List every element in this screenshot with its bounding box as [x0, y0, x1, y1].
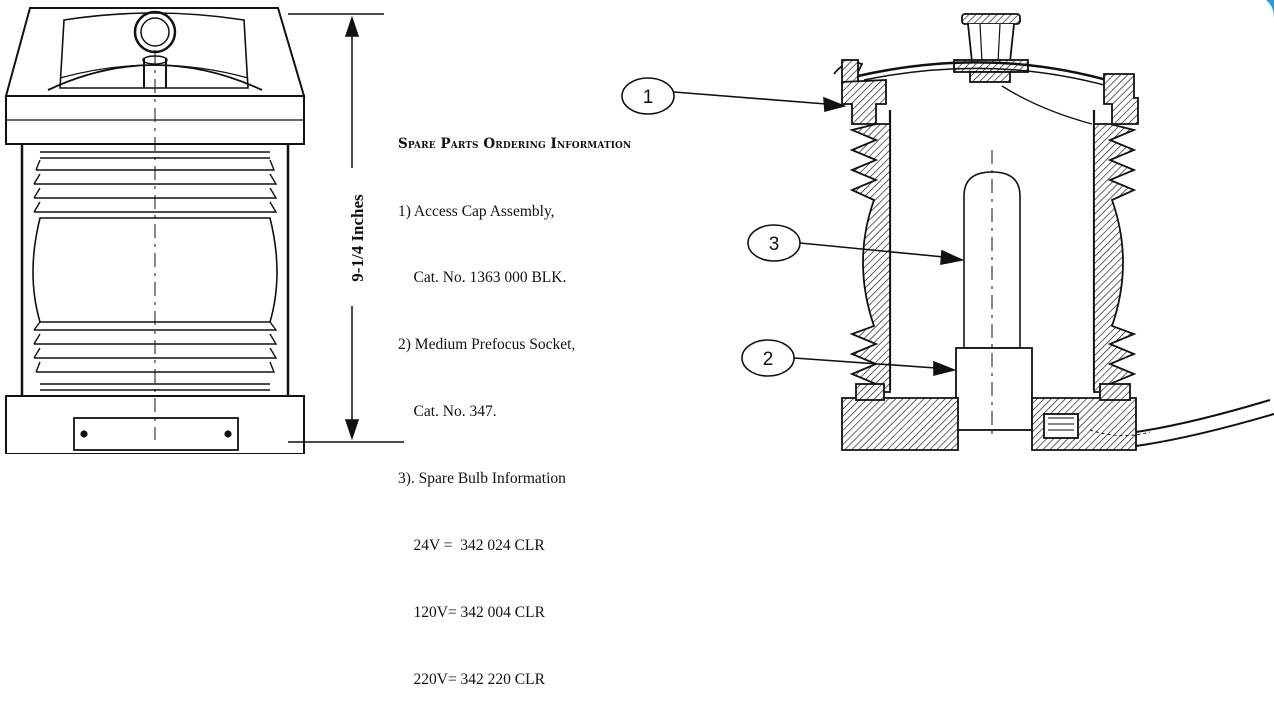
cutaway-view: [833, 13, 1274, 451]
base-housing: [841, 397, 959, 451]
spare-parts-line: 3). Spare Bulb Information: [398, 470, 566, 488]
callout-2-number: 2: [763, 349, 774, 370]
dome-cap: [857, 61, 1115, 84]
base-plate: [73, 417, 239, 451]
spare-parts-line: 1) Access Cap Assembly,: [398, 202, 555, 220]
power-cable: [1135, 399, 1271, 433]
spare-parts-line: Cat. No. 347.: [398, 403, 497, 421]
dimension-line: [288, 13, 404, 443]
diagram-canvas: 1 3 2 9-1/4 Inches Spare Parts Ordering …: [4, 0, 1274, 688]
lower-fresnel-rings: [33, 321, 278, 391]
lantern-drawing: 1 3 2: [4, 0, 1274, 454]
height-dimension-label: 9-1/4 Inches: [348, 194, 367, 282]
spare-parts-line: 24V = 342 024 CLR: [398, 537, 545, 555]
medium-prefocus-socket: [955, 347, 1033, 431]
callout-1-circle: [621, 77, 675, 115]
spare-parts-line: 120V= 342 004 CLR: [398, 603, 545, 621]
callout-3-number: 3: [769, 234, 780, 255]
spare-parts-line: 2) Medium Prefocus Socket,: [398, 336, 576, 354]
exterior-view: [4, 7, 306, 454]
corner-accent: [1266, 0, 1274, 18]
spare-parts-line: 220V= 342 220 CLR: [398, 670, 545, 688]
spare-parts-line: Cat. No. 1363 000 BLK.: [398, 269, 567, 287]
callouts: [621, 77, 965, 377]
top-knob: [953, 13, 1029, 83]
spare-parts-list: 1) Access Cap Assembly, Cat. No. 1363 00…: [398, 156, 575, 713]
callout-1-number: 1: [643, 87, 654, 108]
access-cap-assembly: [841, 79, 887, 125]
spare-parts-title: Spare Parts Ordering Information: [398, 136, 632, 152]
upper-fresnel-rings: [33, 151, 278, 213]
left-lens-wall: [849, 123, 891, 393]
right-lens-wall: [1093, 123, 1137, 393]
